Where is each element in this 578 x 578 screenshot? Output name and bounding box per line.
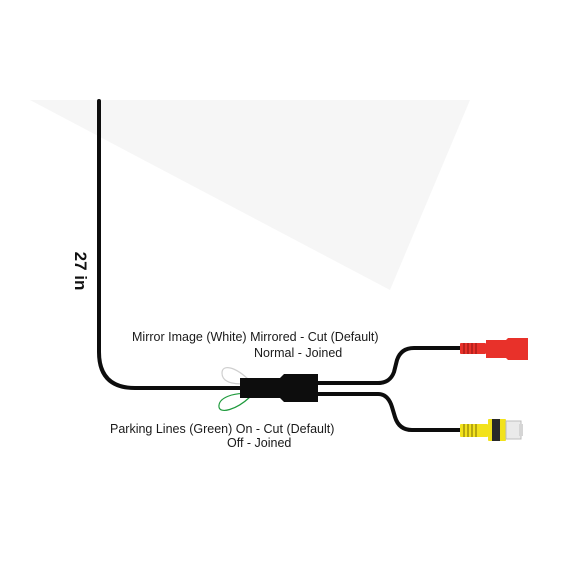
parking-title-label: Parking Lines (Green) On - Cut (Default) xyxy=(110,422,335,436)
mirror-loop-wire xyxy=(221,367,251,385)
parking-loop-wire xyxy=(218,393,251,411)
video-branch-cable xyxy=(318,392,462,432)
mirror-title-label: Mirror Image (White) Mirrored - Cut (Def… xyxy=(132,330,379,344)
video-rca-connector xyxy=(460,419,523,441)
background-shade xyxy=(30,100,470,290)
junction-sleeve xyxy=(240,374,318,402)
mirror-joined-label: Normal - Joined xyxy=(254,346,343,360)
cable-length-label: 27 in xyxy=(71,251,90,291)
parking-joined-label: Off - Joined xyxy=(227,436,292,450)
main-cable xyxy=(97,99,247,390)
power-connector xyxy=(460,338,528,360)
power-branch-cable xyxy=(318,346,462,385)
